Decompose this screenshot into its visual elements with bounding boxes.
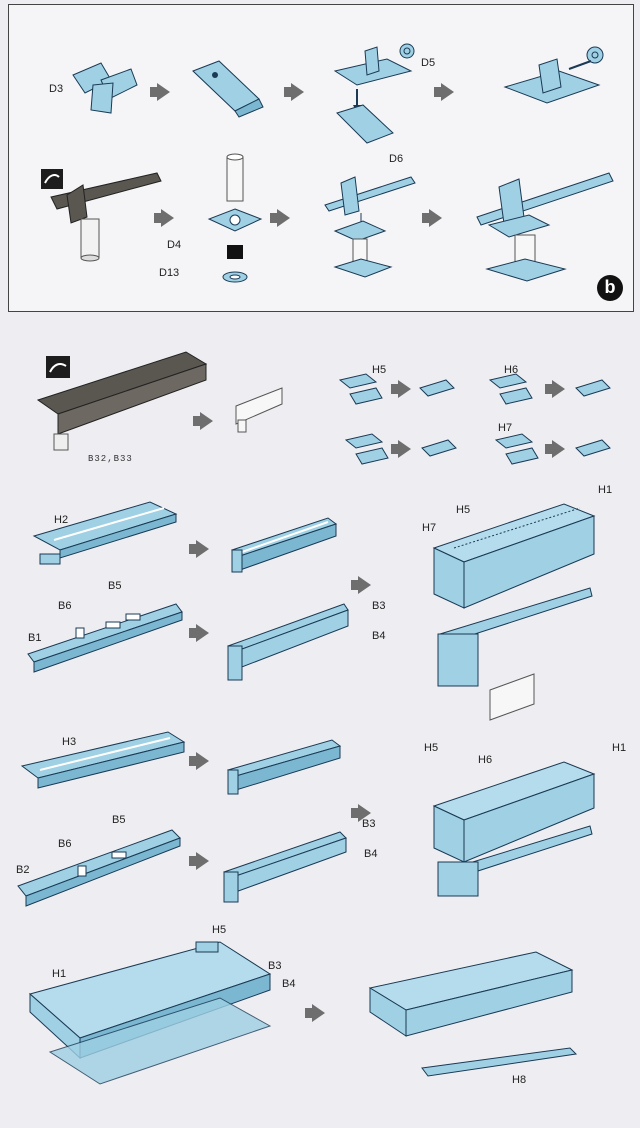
label-b3: B3 bbox=[362, 818, 376, 830]
h2-etch-sheet bbox=[32, 501, 178, 565]
label-b3: B3 bbox=[372, 600, 386, 612]
hull-section-assembly-2 bbox=[432, 761, 596, 897]
label-d6: D6 bbox=[389, 153, 404, 165]
h5-hatch-flat bbox=[338, 373, 383, 405]
cradle-complete bbox=[503, 46, 604, 104]
label-h1: H1 bbox=[52, 968, 67, 980]
label-h1: H1 bbox=[598, 484, 613, 496]
step-arrow bbox=[189, 624, 209, 642]
step-arrow bbox=[391, 440, 411, 458]
label-h5: H5 bbox=[212, 924, 227, 936]
step-arrow bbox=[154, 209, 174, 227]
label-b5: B5 bbox=[108, 580, 122, 592]
label-h3: H3 bbox=[62, 736, 77, 748]
b2-etch-sheet bbox=[17, 829, 181, 907]
label-b1: B1 bbox=[28, 632, 42, 644]
h6-hatch-folded bbox=[575, 379, 611, 397]
step-arrow bbox=[189, 852, 209, 870]
label-b6: B6 bbox=[58, 600, 72, 612]
label-b5: B5 bbox=[112, 814, 126, 826]
label-b4: B4 bbox=[364, 848, 378, 860]
label-b2: B2 bbox=[16, 864, 30, 876]
label-d3: D3 bbox=[49, 83, 64, 95]
gun-mount-complete bbox=[476, 172, 614, 282]
b1-folded bbox=[227, 603, 349, 681]
b2-folded bbox=[223, 831, 347, 903]
label-b6: B6 bbox=[58, 838, 72, 850]
step-arrow bbox=[305, 1004, 325, 1022]
h3-folded bbox=[226, 739, 342, 795]
step-arrow bbox=[284, 83, 304, 101]
label-b4: B4 bbox=[282, 978, 296, 990]
label-d4: D4 bbox=[167, 239, 182, 251]
step-arrow bbox=[391, 380, 411, 398]
d6-gun-assembly bbox=[324, 176, 416, 278]
label-d13: D13 bbox=[159, 267, 180, 279]
label-h5: H5 bbox=[456, 504, 471, 516]
h2-folded bbox=[230, 517, 338, 573]
top-assembly-panel: D3 D5 bbox=[8, 4, 634, 312]
step-badge: b bbox=[597, 275, 623, 301]
step-arrow bbox=[270, 209, 290, 227]
h5-hatch-folded bbox=[419, 379, 455, 397]
h7-hatch-flat bbox=[494, 433, 539, 465]
step-arrow bbox=[150, 83, 170, 101]
label-h1: H1 bbox=[612, 742, 627, 754]
resin-part-trimmed bbox=[235, 387, 283, 433]
resin-part-ref: B32,B33 bbox=[88, 454, 133, 464]
h8-etch-strip bbox=[421, 1047, 578, 1077]
label-h5: H5 bbox=[424, 742, 439, 754]
resin-gun-part bbox=[41, 169, 162, 262]
h6-hatch-flat bbox=[488, 373, 533, 405]
b1-etch-sheet bbox=[27, 603, 183, 673]
step-arrow bbox=[545, 380, 565, 398]
label-h5: H5 bbox=[372, 364, 387, 376]
step-arrow bbox=[422, 209, 442, 227]
step-arrow bbox=[351, 804, 371, 822]
label-b3: B3 bbox=[268, 960, 282, 972]
deck-grid-complete bbox=[368, 951, 574, 1037]
step-arrow bbox=[434, 83, 454, 101]
h7-hatch-folded bbox=[575, 439, 611, 457]
label-h2: H2 bbox=[54, 514, 69, 526]
d3-part-folded bbox=[192, 60, 264, 118]
step-arrow bbox=[351, 576, 371, 594]
h5-hatch-folded-2 bbox=[421, 439, 457, 457]
resin-deck-part bbox=[36, 351, 208, 451]
d5-cradle-assembly bbox=[333, 43, 415, 144]
label-h6: H6 bbox=[504, 364, 519, 376]
label-d5: D5 bbox=[421, 57, 436, 69]
step-arrow bbox=[189, 540, 209, 558]
pedestal-and-base bbox=[207, 153, 263, 283]
hull-section-assembly-1 bbox=[432, 503, 596, 721]
step-arrow bbox=[189, 752, 209, 770]
label-h6: H6 bbox=[478, 754, 493, 766]
label-h8: H8 bbox=[512, 1074, 527, 1086]
d3-part-flat bbox=[72, 62, 138, 114]
label-h7: H7 bbox=[422, 522, 437, 534]
deck-grid-assembly bbox=[28, 941, 272, 1085]
label-b4: B4 bbox=[372, 630, 386, 642]
step-arrow bbox=[193, 412, 213, 430]
h3-etch-sheet bbox=[20, 731, 186, 789]
h5-hatch-flat-2 bbox=[344, 433, 389, 465]
bottom-assembly-section: B32,B33 H5 H6 H7 bbox=[0, 334, 640, 1128]
step-arrow bbox=[545, 440, 565, 458]
label-h7: H7 bbox=[498, 422, 513, 434]
